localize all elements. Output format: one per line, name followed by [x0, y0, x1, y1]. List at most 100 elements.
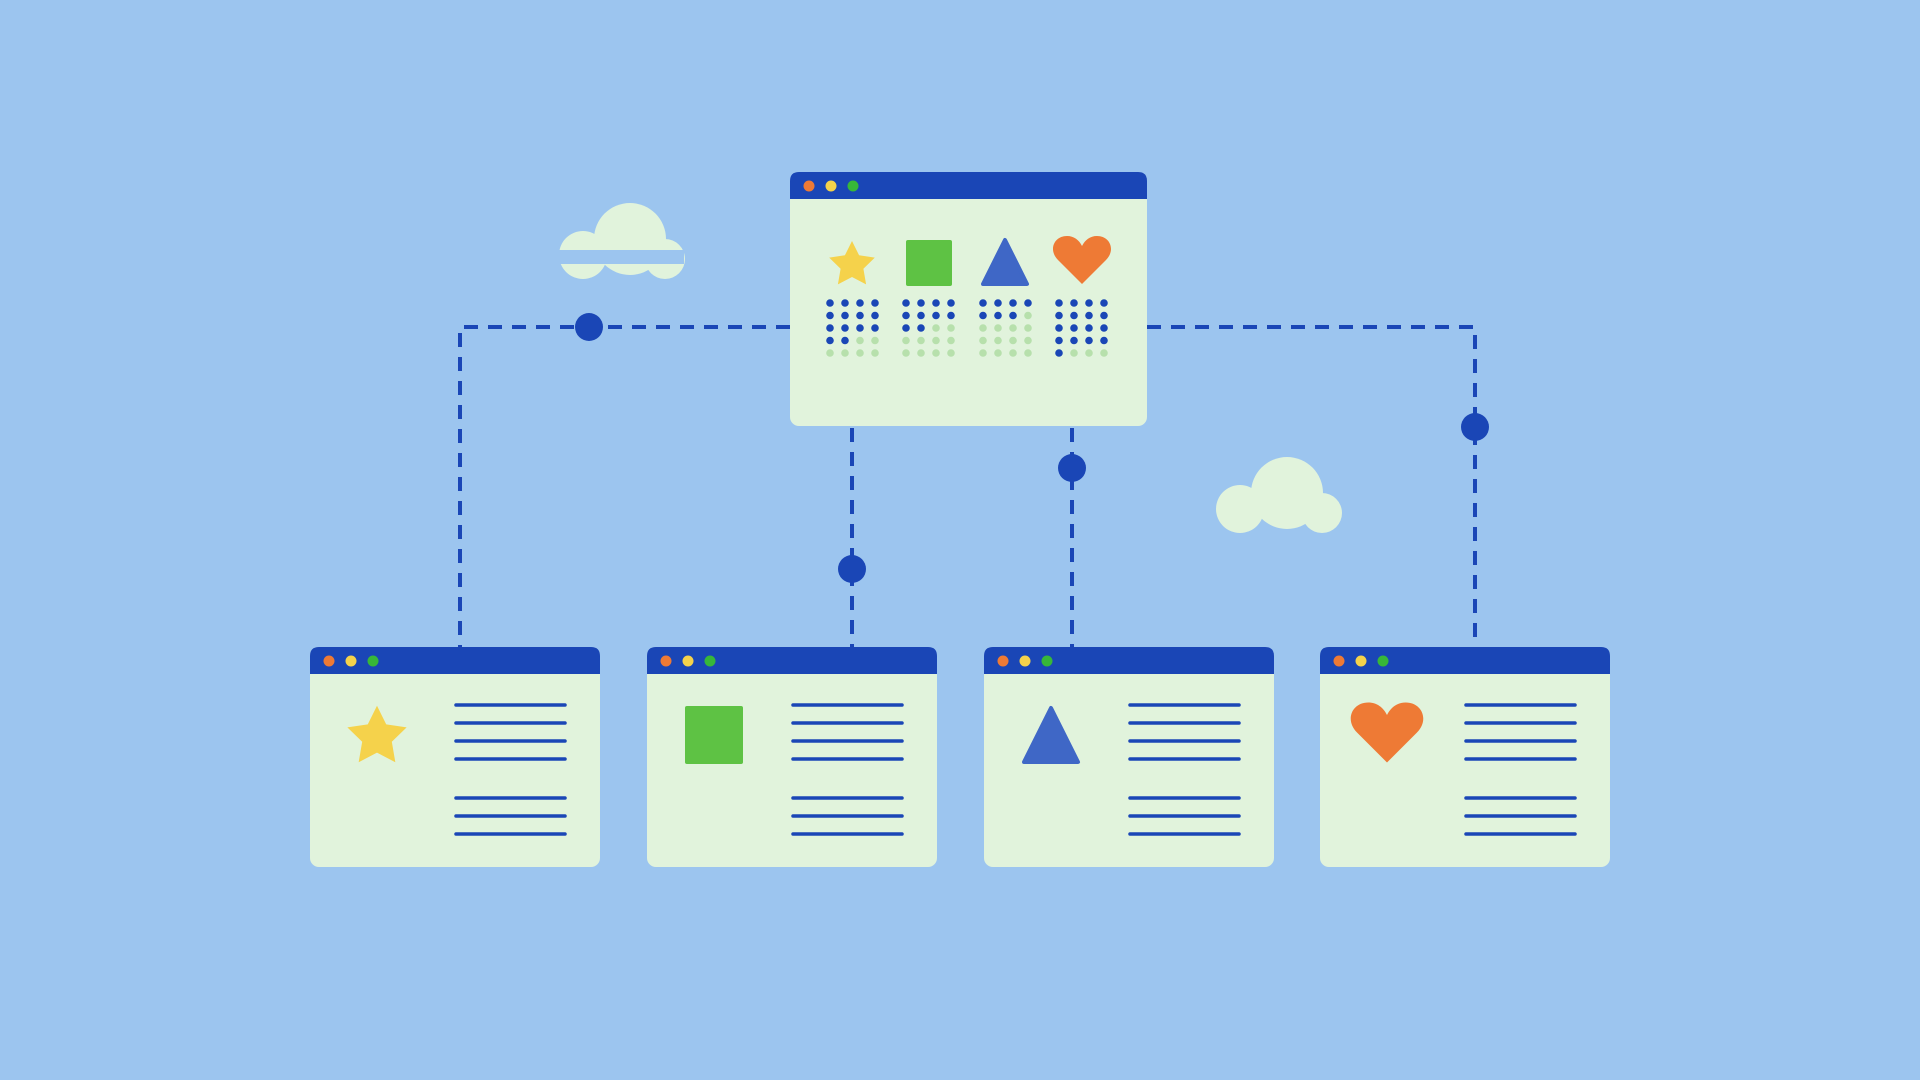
grid-dot [826, 311, 834, 320]
grid-dot [1100, 311, 1108, 320]
grid-dot [841, 311, 849, 320]
maximize-dot [704, 655, 716, 667]
grid-dot [979, 299, 987, 307]
grid-dot [994, 299, 1002, 307]
grid-dot [841, 349, 849, 357]
grid-dot [1085, 299, 1093, 307]
minimize-dot [345, 655, 357, 667]
grid-dot [994, 311, 1002, 320]
title-bar [1320, 647, 1610, 674]
grid-dot [902, 324, 910, 332]
maximize-dot [1041, 655, 1053, 667]
minimize-dot [825, 180, 837, 192]
grid-dot [932, 349, 940, 357]
close-dot [660, 655, 672, 667]
grid-dot [1085, 324, 1093, 332]
close-dot [1333, 655, 1345, 667]
grid-dot [932, 336, 940, 345]
maximize-dot [847, 180, 859, 192]
grid-dot [979, 336, 987, 345]
grid-dot [917, 311, 925, 320]
grid-dot [856, 349, 864, 357]
grid-dot [1009, 324, 1017, 332]
grid-dot [902, 311, 910, 320]
connector-node [838, 555, 866, 583]
child-window-star [310, 647, 600, 867]
grid-dot [1055, 336, 1063, 345]
square-icon [906, 240, 952, 286]
grid-dot [994, 349, 1002, 357]
dot-grid [826, 299, 879, 357]
grid-dot [1024, 336, 1032, 345]
triangle-icon [981, 238, 1029, 286]
grid-dot [1024, 324, 1032, 332]
title-bar [984, 647, 1274, 674]
grid-dot [1070, 311, 1078, 320]
grid-dot [826, 349, 834, 357]
grid-dot [841, 324, 849, 332]
grid-dot [1055, 349, 1063, 357]
maximize-dot [367, 655, 379, 667]
grid-dot [1085, 349, 1093, 357]
grid-dot [1085, 311, 1093, 320]
close-dot [803, 180, 815, 192]
connector-node [575, 313, 603, 341]
grid-dot [932, 324, 940, 332]
grid-dot [947, 336, 955, 345]
window-body [647, 647, 937, 867]
square-icon [685, 706, 743, 764]
grid-dot [1024, 311, 1032, 320]
grid-dot [1024, 299, 1032, 307]
window-body [790, 172, 1147, 426]
child-window-square [647, 647, 937, 867]
grid-dot [902, 336, 910, 345]
grid-dot [1100, 349, 1108, 357]
title-bar [647, 647, 937, 674]
grid-dot [994, 324, 1002, 332]
window-body [984, 647, 1274, 867]
grid-dot [841, 299, 849, 307]
grid-dot [1070, 336, 1078, 345]
minimize-dot [1019, 655, 1031, 667]
dot-grid [902, 299, 955, 357]
grid-dot [1009, 299, 1017, 307]
grid-dot [871, 299, 879, 307]
hub-window [790, 172, 1147, 426]
grid-dot [871, 324, 879, 332]
grid-dot [917, 349, 925, 357]
grid-dot [826, 336, 834, 345]
close-dot [323, 655, 335, 667]
cloud-left [558, 203, 685, 279]
child-window-heart [1320, 647, 1610, 867]
triangle-icon [1022, 706, 1080, 764]
grid-dot [932, 311, 940, 320]
grid-dot [1055, 311, 1063, 320]
grid-dot [1009, 311, 1017, 320]
grid-dot [994, 336, 1002, 345]
grid-dot [1009, 349, 1017, 357]
grid-dot [1070, 349, 1078, 357]
connector-node [1058, 454, 1086, 482]
grid-dot [917, 299, 925, 307]
grid-dot [1024, 349, 1032, 357]
title-bar [790, 172, 1147, 199]
maximize-dot [1377, 655, 1389, 667]
minimize-dot [682, 655, 694, 667]
connector-to-heart-window [1147, 325, 1477, 647]
dot-grids [826, 299, 1108, 357]
grid-dot [856, 324, 864, 332]
grid-dot [856, 311, 864, 320]
grid-dot [856, 336, 864, 345]
window-body [1320, 647, 1610, 867]
grid-dot [917, 336, 925, 345]
grid-dot [1100, 299, 1108, 307]
grid-dot [947, 311, 955, 320]
dot-grid [1055, 299, 1108, 357]
grid-dot [1055, 299, 1063, 307]
grid-dot [902, 349, 910, 357]
grid-dot [826, 324, 834, 332]
dot-grid [979, 299, 1032, 357]
connector-nodes [575, 313, 1489, 583]
window-body [310, 647, 600, 867]
